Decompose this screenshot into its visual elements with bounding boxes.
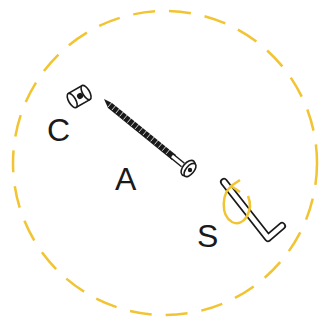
part-label: C [47, 114, 70, 146]
part-label: S [197, 220, 218, 252]
dashed-circle [13, 11, 317, 315]
rotation-arrow [224, 180, 250, 223]
part-label: A [115, 163, 136, 195]
barrel-nut [65, 84, 93, 109]
allen-key [224, 182, 282, 238]
